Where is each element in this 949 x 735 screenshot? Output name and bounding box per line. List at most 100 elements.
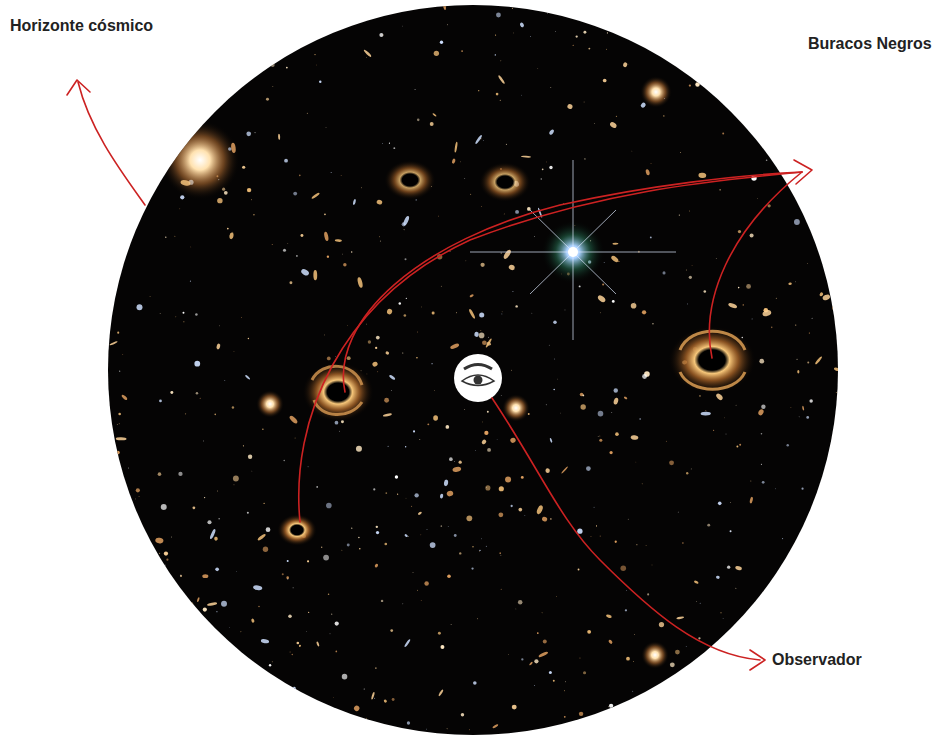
star <box>759 359 764 364</box>
star <box>119 371 120 372</box>
star <box>620 565 626 571</box>
galaxy <box>768 71 773 74</box>
star <box>515 608 517 610</box>
star <box>597 436 599 438</box>
galaxy <box>845 580 852 586</box>
star <box>726 731 731 735</box>
star <box>521 658 523 660</box>
star <box>227 228 229 230</box>
star <box>588 48 590 50</box>
star <box>838 131 840 133</box>
star <box>727 566 730 569</box>
star <box>700 656 702 658</box>
star <box>775 643 779 647</box>
star <box>564 681 566 683</box>
star <box>289 281 292 284</box>
star <box>216 175 218 177</box>
star <box>809 399 812 402</box>
galaxy <box>813 165 819 171</box>
star <box>307 560 309 562</box>
star <box>374 698 375 699</box>
star <box>118 413 121 416</box>
star <box>390 629 393 632</box>
star <box>118 423 120 425</box>
star <box>579 712 583 716</box>
star <box>142 733 144 735</box>
galaxy <box>118 189 125 195</box>
star <box>500 588 502 590</box>
star <box>515 305 517 307</box>
galaxy <box>709 56 716 60</box>
galaxy <box>529 661 533 665</box>
star <box>243 445 244 446</box>
star <box>596 525 597 526</box>
star <box>738 230 741 233</box>
star <box>743 304 744 305</box>
star <box>709 718 711 720</box>
galaxy <box>442 0 447 10</box>
galaxy <box>251 618 255 623</box>
star <box>299 645 301 647</box>
galaxy <box>105 225 116 233</box>
star <box>131 733 132 734</box>
star <box>365 323 367 325</box>
star <box>720 612 721 613</box>
star <box>689 276 692 279</box>
eyebrow <box>464 365 492 370</box>
star <box>627 518 629 520</box>
star-spikes <box>470 160 676 340</box>
galaxy <box>586 3 596 12</box>
star <box>612 300 615 303</box>
galaxy <box>126 55 132 61</box>
star <box>257 27 259 29</box>
star <box>580 393 584 397</box>
star <box>722 617 724 619</box>
star <box>842 226 844 228</box>
star <box>631 150 633 152</box>
star <box>481 206 483 208</box>
star <box>496 439 498 441</box>
galaxy <box>271 691 276 701</box>
galaxy <box>454 142 458 153</box>
black-hole <box>302 362 374 422</box>
star <box>761 433 763 435</box>
galaxy <box>468 308 476 319</box>
star <box>599 312 601 314</box>
star <box>501 313 503 315</box>
star <box>122 580 126 584</box>
galaxy <box>498 75 506 85</box>
star <box>731 101 733 103</box>
star <box>222 666 223 667</box>
accretion-disk <box>277 514 317 546</box>
galaxy <box>701 412 711 416</box>
galaxy <box>797 370 799 373</box>
star <box>609 704 613 708</box>
star <box>174 235 176 237</box>
sky-disc <box>108 5 838 735</box>
galaxy <box>352 199 356 206</box>
star <box>471 567 473 569</box>
galaxy <box>788 282 792 285</box>
star <box>335 651 337 653</box>
star <box>794 219 800 225</box>
star <box>327 255 329 257</box>
galaxy <box>261 638 270 643</box>
star <box>606 10 608 12</box>
star <box>554 358 556 360</box>
star <box>212 80 217 85</box>
galaxy <box>502 249 512 260</box>
star <box>679 151 681 153</box>
star <box>134 498 136 500</box>
star <box>650 236 652 238</box>
star <box>214 720 219 725</box>
bright-galaxy <box>256 390 284 418</box>
star <box>469 729 471 731</box>
star <box>786 444 788 446</box>
star <box>479 312 484 317</box>
star <box>416 357 418 359</box>
star <box>602 283 604 285</box>
star <box>725 433 727 435</box>
star <box>164 551 168 555</box>
galaxy <box>376 199 383 205</box>
